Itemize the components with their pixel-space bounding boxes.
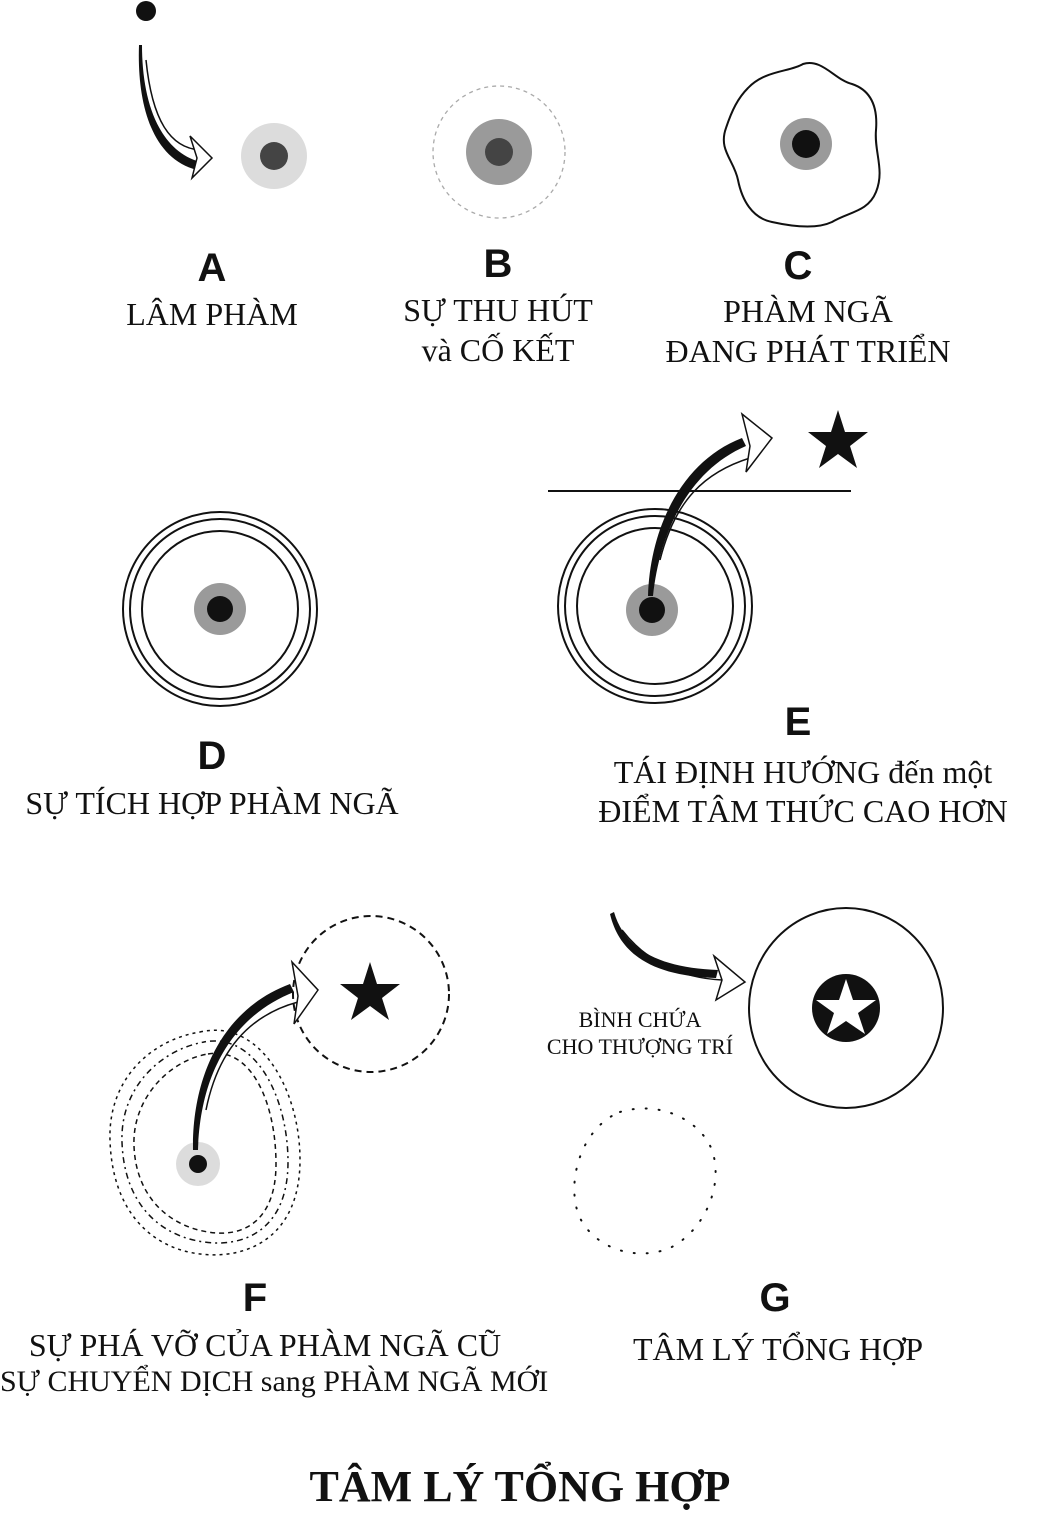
panel-b-caption-line-2: và CỐ KẾT — [421, 332, 575, 368]
descending-point — [136, 1, 156, 21]
cohesion-core — [485, 138, 513, 166]
dissolving-boundary-dotted — [573, 1107, 717, 1255]
panel-f-figure — [109, 915, 450, 1256]
transfer-arrowhead — [290, 959, 319, 1025]
synthesis-circle — [748, 907, 944, 1109]
descent-arrow-outline — [145, 59, 201, 151]
panel-g-caption-line-1: TÂM LÝ TỔNG HỢP — [632, 1331, 924, 1367]
old-personality-dotted-1 — [109, 1029, 301, 1256]
descent-arrowhead — [189, 135, 214, 181]
reorient-arrowhead — [740, 412, 774, 473]
transfer-arrow-outline — [205, 1001, 299, 1111]
panel-f-caption-line-1: SỰ PHÁ VỠ CỦA PHÀM NGÃ CŨ — [28, 1327, 502, 1363]
panel-g-letter: G — [759, 1276, 791, 1320]
panel-a-figure — [136, 1, 307, 189]
soul-core — [260, 142, 288, 170]
reorient-arrow-shaft — [648, 438, 746, 596]
integration-ring-middle — [129, 518, 311, 700]
new-center-star-icon — [340, 962, 400, 1020]
vessel-label-line-1: BÌNH CHỨA — [578, 1007, 702, 1032]
transfer-arrow-shaft — [192, 984, 294, 1150]
higher-point-star-icon — [808, 410, 868, 468]
developing-core — [792, 130, 820, 158]
panel-e-letter: E — [784, 700, 812, 744]
panel-b-caption-line-1: SỰ THU HÚT — [403, 292, 593, 328]
attraction-field — [432, 85, 566, 219]
integration-ring-outer — [122, 511, 318, 707]
vessel-arrow-shaft — [610, 912, 718, 978]
integrated-core — [207, 596, 233, 622]
panel-e-caption-line-2: ĐIỂM TÂM THỨC CAO HƠN — [598, 793, 1008, 829]
panel-c-figure — [722, 61, 881, 228]
panel-g-figure — [573, 907, 944, 1255]
reorient-ring-outer — [557, 508, 753, 704]
panel-e-figure — [548, 410, 868, 704]
panel-c-caption-line-2: ĐANG PHÁT TRIỂN — [665, 333, 951, 369]
main-title: TÂM LÝ TỔNG HỢP — [309, 1462, 731, 1511]
panel-c-caption-line-1: PHÀM NGÃ — [723, 293, 893, 329]
panel-c-letter: C — [783, 244, 813, 288]
panel-b-figure — [432, 85, 566, 219]
panel-b-letter: B — [483, 242, 513, 286]
reorient-ring-middle — [564, 515, 746, 697]
panel-f-caption-line-2: SỰ CHUYỂN DỊCH sang PHÀM NGÃ MỚI — [0, 1365, 549, 1398]
panel-f-letter: F — [242, 1276, 268, 1320]
panel-d-letter: D — [197, 734, 227, 778]
personality-boundary — [722, 61, 881, 228]
vessel-arrow-outline — [621, 929, 723, 981]
panel-a-caption-line-1: LÂM PHÀM — [126, 296, 298, 332]
panel-d-figure — [122, 511, 318, 707]
reorient-arrow-outline — [659, 457, 751, 561]
integration-ring-inner — [141, 530, 299, 688]
panel-a-letter: A — [197, 246, 227, 290]
transit-core — [189, 1155, 207, 1173]
vessel-label-line-2: CHO THƯỢNG TRÍ — [546, 1034, 734, 1059]
descent-arrow-shaft — [138, 45, 200, 170]
panel-e-caption-line-1: TÁI ĐỊNH HƯỚNG đến một — [613, 754, 993, 790]
old-personality-dotted-2 — [121, 1040, 289, 1244]
new-personality-boundary — [292, 915, 450, 1073]
reorient-ring-inner — [576, 527, 734, 685]
panel-d-caption-line-1: SỰ TÍCH HỢP PHÀM NGÃ — [25, 785, 399, 821]
synthesis-star-icon — [816, 979, 876, 1034]
vessel-arrowhead — [712, 953, 747, 1002]
reorient-core — [639, 597, 665, 623]
